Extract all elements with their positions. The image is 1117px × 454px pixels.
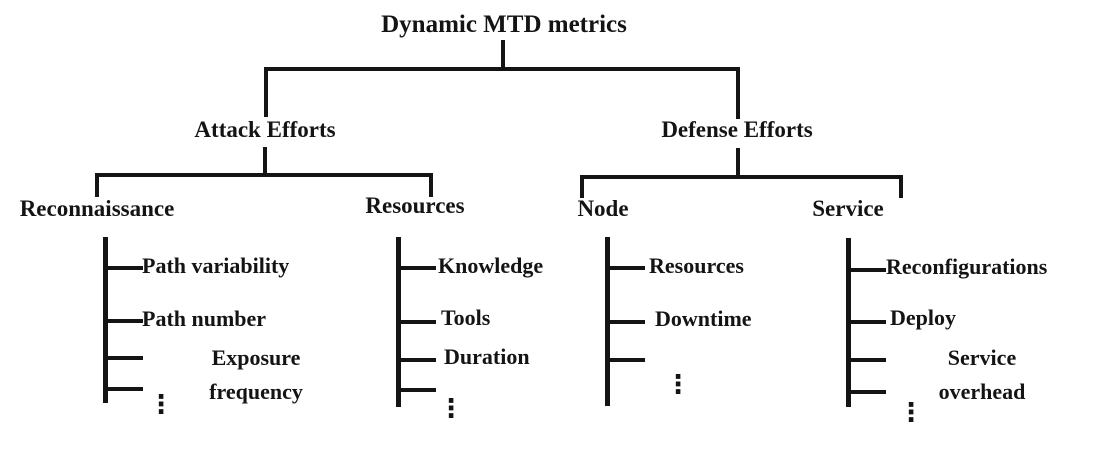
metric-tools: Tools — [441, 305, 491, 330]
metric-knowledge: Knowledge — [438, 253, 544, 278]
connector-defense-bar — [580, 175, 903, 179]
connector-defense-drop — [736, 67, 740, 119]
connector-attack-stem — [263, 147, 267, 176]
tick-node-1 — [605, 266, 645, 270]
ellipsis-service: ⋮ — [898, 398, 924, 428]
tick-resources-3 — [396, 358, 436, 362]
metric-downtime: Downtime — [655, 306, 752, 331]
metric-service-overhead: Service overhead — [938, 345, 1026, 404]
tick-node-2 — [605, 320, 645, 324]
metric-reconfigurations: Reconfigurations — [886, 254, 1048, 279]
connector-root-bar — [264, 67, 740, 71]
connector-attack-bar — [95, 173, 433, 177]
metric-node-resources: Resources — [649, 253, 744, 278]
connector-root-stem — [501, 40, 505, 70]
tick-service-1 — [846, 268, 886, 272]
connector-node-drop — [580, 175, 584, 198]
group-resources: Resources — [365, 193, 465, 218]
tick-node-3 — [605, 358, 645, 362]
connector-reconnaissance-drop — [95, 173, 99, 197]
group-node: Node — [577, 196, 629, 221]
ellipsis-resources: ⋮ — [438, 394, 464, 424]
ellipsis-node: ⋮ — [665, 370, 691, 400]
connector-defense-stem — [736, 148, 740, 178]
connector-attack-drop — [264, 67, 268, 117]
tick-resources-4 — [396, 388, 436, 392]
metric-deploy: Deploy — [890, 305, 956, 330]
group-reconnaissance: Reconnaissance — [19, 196, 175, 221]
connector-service-drop — [899, 175, 903, 198]
branch-defense-efforts: Defense Efforts — [661, 117, 813, 142]
tick-resources-1 — [396, 266, 436, 270]
branch-attack-efforts: Attack Efforts — [194, 117, 336, 142]
tick-reconnaissance-3 — [103, 356, 143, 360]
tick-reconnaissance-2 — [103, 319, 143, 323]
metric-exposure-frequency: Exposure frequency — [209, 345, 303, 404]
tick-service-4 — [846, 390, 886, 394]
connector-resources-drop — [429, 173, 433, 197]
metric-path-number: Path number — [142, 306, 267, 331]
tick-reconnaissance-1 — [103, 266, 143, 270]
diagram-title: Dynamic MTD metrics — [381, 11, 627, 38]
ellipsis-reconnaissance: ⋮ — [148, 390, 174, 420]
metric-path-variability: Path variability — [142, 253, 290, 278]
tick-service-2 — [846, 320, 886, 324]
tick-resources-2 — [396, 320, 436, 324]
tick-service-3 — [846, 358, 886, 362]
tick-reconnaissance-4 — [103, 387, 143, 391]
metric-duration: Duration — [444, 344, 530, 369]
group-service: Service — [812, 196, 884, 221]
